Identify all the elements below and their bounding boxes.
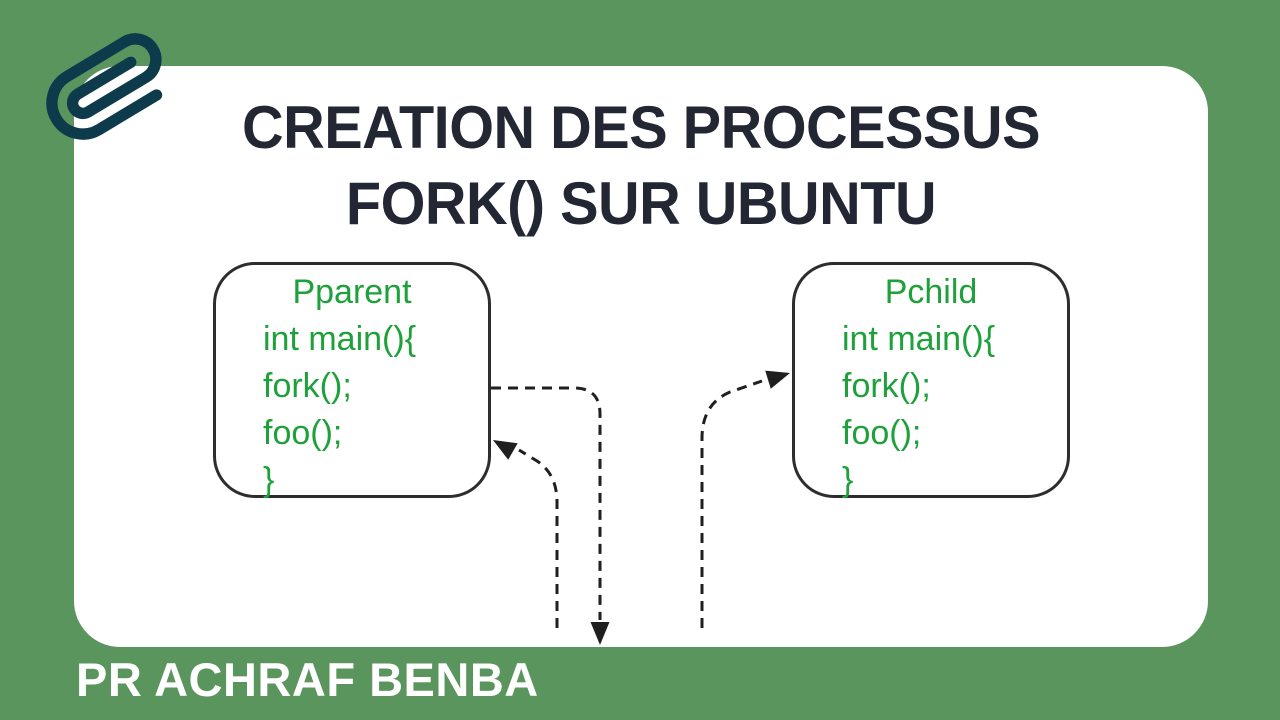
process-box-child: Pchild int main(){ fork(); foo(); } (792, 262, 1070, 499)
title-line-1: CREATION DES PROCESSUS (241, 94, 1041, 161)
code-line: int main(){ (842, 320, 996, 358)
code-line: } (263, 461, 275, 499)
title-line-2: FORK() SUR UBUNTU (345, 170, 937, 237)
code-line: foo(); (842, 414, 922, 452)
code-line: foo(); (263, 414, 343, 452)
code-line: fork(); (842, 367, 931, 405)
code-line: } (842, 461, 854, 499)
process-box-parent: Pparent int main(){ fork(); foo(); } (213, 262, 491, 499)
process-name-parent: Pparent (292, 273, 412, 311)
code-line: fork(); (263, 367, 352, 405)
paperclip-icon (46, 33, 163, 140)
page-title: CREATION DES PROCESSUS FORK() SUR UBUNTU (97, 90, 1186, 242)
process-name-child: Pchild (884, 273, 978, 311)
code-line: int main(){ (263, 320, 417, 358)
author-name: PR ACHRAF BENBA (76, 653, 539, 706)
